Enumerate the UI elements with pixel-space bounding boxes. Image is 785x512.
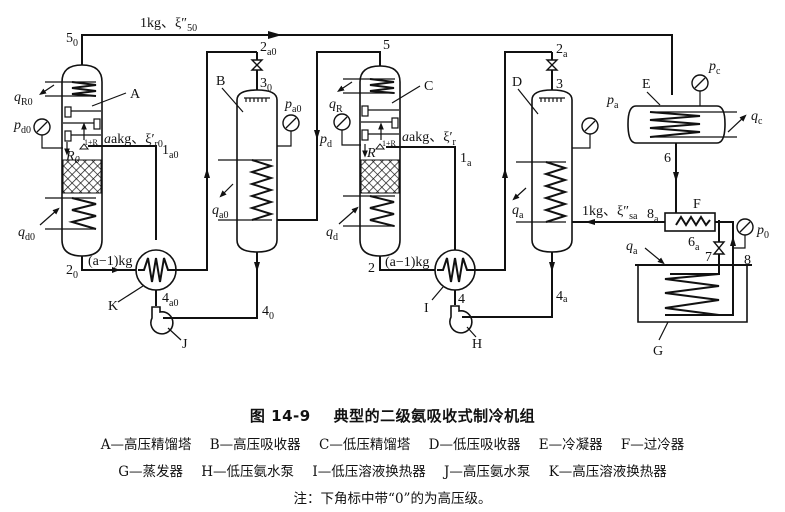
high-pressure-solution-heat-exchanger-K (135, 249, 177, 291)
label-E: E (642, 77, 651, 92)
label-pa: pa (606, 93, 619, 111)
legend-item: F—过冷器 (620, 437, 685, 453)
note-text: 注：下角标中带“0”的为高压级。 (293, 491, 492, 507)
legend-item: D—低压吸收器 (428, 437, 521, 453)
legend-item: H—低压氨水泵 (201, 464, 295, 480)
figure-caption: 图 14-9 典型的二级氨吸收式制冷机组 (0, 405, 785, 426)
label-qa0: qa0 (212, 203, 228, 221)
label-qR0: qR0 (14, 90, 33, 108)
label-4-0: 40 (262, 304, 274, 322)
pressure-gauge-pd (333, 113, 361, 146)
label-J: J (182, 337, 188, 352)
low-pressure-solution-heat-exchanger-I (434, 249, 476, 291)
legend-item: B—高压吸收器 (209, 437, 301, 453)
label-qd: qd (326, 225, 338, 243)
label-akg-r0: aakg、ξ′r0 (104, 132, 163, 150)
figure-title: 典型的二级氨吸收式制冷机组 (333, 407, 536, 425)
label-p0: p0 (756, 223, 769, 241)
label-3: 3 (556, 77, 563, 92)
pressure-gauge-p0 (733, 218, 754, 249)
label-3-0: 30 (260, 76, 272, 94)
legend-item: A—高压精馏塔 (100, 437, 192, 453)
evaporator-G (635, 264, 752, 323)
label-1a0: 1a0 (162, 143, 178, 161)
label-qc: qc (751, 109, 763, 127)
label-pd: pd (319, 132, 332, 150)
high-pressure-ammonia-pump-J (150, 252, 260, 335)
label-5-0: 50 (66, 31, 78, 49)
legend-item: E—冷凝器 (538, 437, 603, 453)
label-4a: 4a (556, 289, 568, 305)
pressure-gauge-pa (572, 117, 599, 149)
label-2-0: 20 (66, 263, 78, 281)
label-pa0: pa0 (284, 97, 301, 115)
label-a-minus-1-kg-low: (a−1)kg (385, 255, 429, 270)
top-vapor-line (81, 31, 673, 95)
label-8: 8 (744, 253, 751, 268)
label-6a: 6a (688, 235, 700, 253)
legend-line-1: A—高压精馏塔 B—高压吸收器 C—低压精馏塔 D—低压吸收器 E—冷凝器 F—… (0, 433, 785, 453)
label-5: 5 (383, 38, 390, 53)
label-K: K (108, 299, 118, 314)
label-R0: R0 (65, 149, 80, 166)
legend-item: C—低压精馏塔 (318, 437, 411, 453)
pressure-gauge-pa0 (277, 114, 300, 147)
figure-number: 图 14-9 (249, 407, 311, 425)
label-qR: qR (329, 97, 343, 115)
label-8a: 8a (647, 207, 659, 225)
low-pressure-ammonia-pump-H (449, 252, 555, 334)
label-D: D (512, 75, 522, 90)
label-H: H (472, 337, 482, 352)
legend-item: G—蒸发器 (118, 464, 183, 480)
label-a-minus-1-kg-high: (a−1)kg (88, 254, 132, 269)
high-pressure-rectifier-A (45, 64, 103, 257)
label-I: I (424, 301, 429, 316)
legend-item: K—高压溶液换热器 (548, 464, 667, 480)
pressure-gauge-pd0 (33, 118, 63, 149)
label-F: F (693, 197, 701, 212)
label-1-plus-R0: 1+R (84, 138, 99, 147)
pressure-gauge-pc (691, 74, 709, 106)
label-top-flow: 1kg、ξ″50 (140, 16, 197, 34)
label-pc: pc (708, 59, 721, 77)
label-C: C (424, 79, 433, 94)
label-6: 6 (664, 151, 671, 166)
legend-item: J—高压氨水泵 (444, 464, 531, 480)
label-flow-sa: 1kg、ξ″sa (582, 204, 638, 222)
label-R: R (366, 146, 376, 161)
high-pressure-absorber-B (218, 52, 278, 253)
figure-note: 注：下角标中带“0”的为高压级。 (0, 487, 785, 507)
label-2a0: 2a0 (260, 40, 276, 58)
low-pressure-rectifier-C (343, 65, 401, 257)
label-G: G (653, 344, 663, 359)
label-2: 2 (368, 261, 375, 276)
label-A: A (130, 87, 141, 102)
label-4: 4 (458, 292, 465, 307)
label-qa: qa (512, 203, 524, 221)
label-B: B (216, 74, 225, 89)
subcooler-F (664, 212, 716, 232)
label-akg-r: aakg、ξ′r (402, 130, 457, 148)
absorption-refrigeration-diagram: 1kg、ξ″50 50 A qR0 pd0 1+R aakg、ξ′r0 R0 (13, 16, 769, 359)
label-7: 7 (705, 250, 712, 265)
label-1a: 1a (460, 151, 472, 169)
label-qa-evaporator: qa (626, 239, 638, 257)
low-pressure-absorber-D (516, 52, 573, 253)
label-2a: 2a (556, 42, 568, 60)
label-4a0: 4a0 (162, 291, 178, 309)
label-1-plus-R: 1+R (382, 139, 397, 148)
legend-line-2: G—蒸发器 H—低压氨水泵 I—低压溶液换热器 J—高压氨水泵 K—高压溶液换热… (0, 460, 785, 480)
condenser-E (627, 74, 737, 144)
label-pd0: pd0 (13, 118, 31, 136)
flow-arrow (268, 31, 282, 39)
label-qd0: qd0 (18, 225, 35, 243)
legend-item: I—低压溶液换热器 (312, 464, 426, 480)
